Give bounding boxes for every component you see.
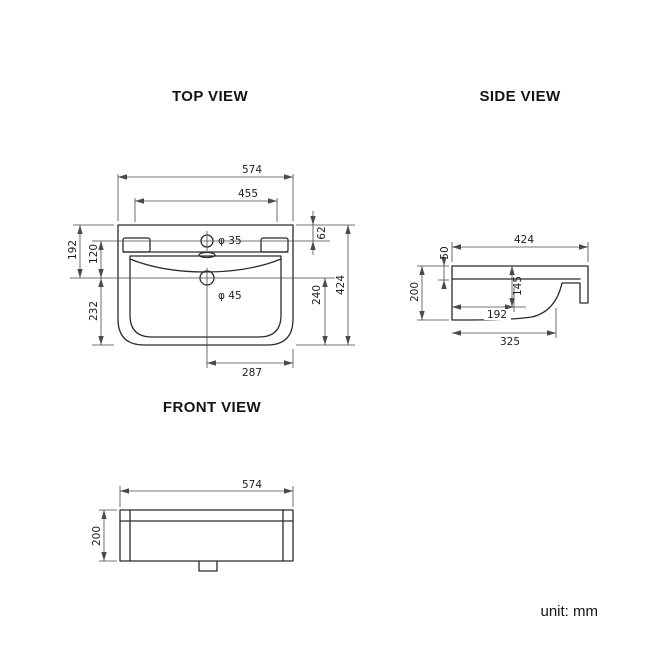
side-view-drawing: 424 50 145 200 192 — [409, 234, 589, 348]
dim-overall-width: 574 — [118, 164, 293, 180]
dim-label-232: 232 — [88, 301, 100, 321]
basin-front-curve — [129, 258, 282, 273]
top-view-title: TOP VIEW — [172, 88, 248, 105]
dim-label-574: 574 — [242, 479, 262, 491]
dim-overall-depth: 424 — [335, 225, 351, 345]
side-view-title: SIDE VIEW — [479, 88, 561, 105]
faucet-hole-label: φ 35 — [218, 235, 242, 247]
drain-hole-label: φ 45 — [218, 290, 242, 302]
dim-drain-to-front-edge: 240 — [311, 278, 328, 345]
dim-front-overall-height: 200 — [91, 510, 107, 561]
front-inner-lines — [119, 509, 294, 562]
dim-inner-width: 455 — [135, 188, 277, 204]
overflow-slot — [198, 251, 216, 259]
dim-bowl-depth: 145 — [509, 266, 524, 307]
dim-label-bg — [484, 309, 511, 320]
dim-label-325: 325 — [500, 336, 520, 348]
dim-front-overall-width: 574 — [120, 479, 293, 494]
dim-label-120: 120 — [88, 244, 100, 264]
dim-label-50: 50 — [439, 246, 451, 259]
side-view-profile — [451, 265, 589, 321]
top-view-sink-outline — [70, 224, 335, 368]
basin-outline — [129, 255, 282, 338]
dim-label-240: 240 — [311, 285, 323, 305]
dim-label-287: 287 — [242, 367, 262, 379]
top-view-extension-lines — [73, 174, 355, 368]
dim-label-455: 455 — [238, 188, 258, 200]
dim-label-192: 192 — [67, 240, 79, 260]
front-view-title: FRONT VIEW — [162, 399, 262, 416]
dim-label-62: 62 — [316, 226, 328, 239]
dim-drain-to-front: 232 — [88, 278, 104, 345]
dim-side-overall-height: 200 — [409, 266, 425, 320]
sink-outer-rim — [117, 224, 294, 346]
dim-side-back-to-drain: 192 — [452, 304, 514, 321]
front-view-drawing: 574 200 — [91, 479, 294, 572]
top-view-drawing: 574 455 62 240 424 192 — [67, 164, 355, 379]
dim-back-to-faucet: 62 — [310, 211, 328, 255]
unit-label: unit: mm — [540, 603, 598, 620]
dim-faucet-to-drain: 120 — [88, 241, 104, 278]
front-view-extension-lines — [99, 486, 294, 562]
dim-label-200: 200 — [91, 526, 103, 546]
dim-bowl-length: 325 — [452, 330, 556, 348]
corner-block-right — [260, 237, 289, 253]
front-body — [119, 509, 294, 562]
drain-stub — [198, 560, 218, 572]
dim-label-424: 424 — [514, 234, 534, 246]
dim-label-145: 145 — [512, 276, 524, 296]
dim-label-192: 192 — [487, 309, 507, 321]
dim-rim-height: 50 — [439, 246, 451, 289]
dim-label-574: 574 — [242, 164, 262, 176]
dim-back-to-drain: 192 — [67, 225, 83, 278]
center-lines — [70, 231, 335, 368]
profile-outline — [451, 265, 589, 321]
dim-side-overall-depth: 424 — [452, 234, 588, 250]
dim-label-424: 424 — [335, 275, 347, 295]
dim-center-to-side: 287 — [207, 360, 293, 379]
corner-block-left — [122, 237, 151, 253]
front-view-outline — [119, 509, 294, 572]
dim-label-200: 200 — [409, 282, 421, 302]
